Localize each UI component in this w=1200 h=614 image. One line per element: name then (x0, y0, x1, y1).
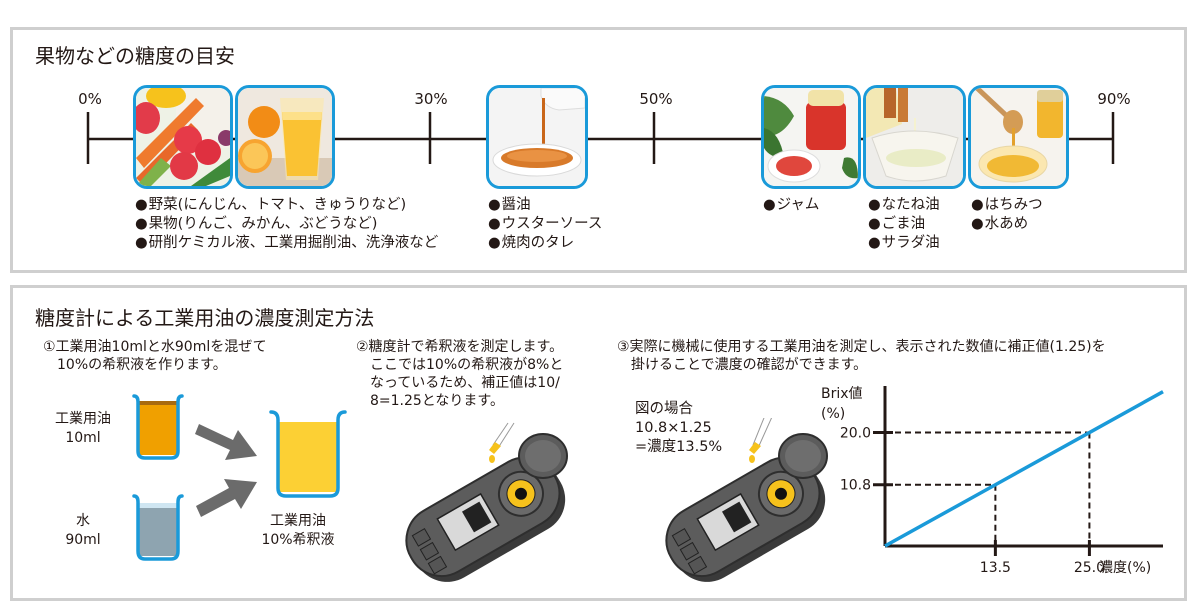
list-low-sugar: 野菜(にんじん、トマト、きゅうりなど) 果物(りんご、みかん、ぶどうなど) 研削… (135, 196, 439, 253)
vegetables-photo (133, 85, 233, 189)
mixing-illustration (132, 394, 347, 561)
example-formula: 10.8×1.25 (635, 420, 712, 436)
step1-line1: ①工業用油10mlと水90mlを混ぜて (43, 339, 267, 355)
list-jam: ジャム (763, 196, 820, 215)
step2-line3: なっているため、補正値は10/ (370, 375, 560, 391)
brix-concentration-chart: Brix値 (%) 濃度(%) 10.8 20.0 13.5 25.0 (821, 386, 1164, 576)
oil-label-name: 工業用油 (55, 411, 111, 427)
list-honey: はちみつ 水あめ (971, 196, 1043, 234)
step3-line1: ③実際に機械に使用する工業用油を測定し、表示された数値に補正値(1.25)を (617, 339, 1106, 355)
measurement-method-panel: 糖度計による工業用油の濃度測定方法 ①工業用油10mlと水90mlを混ぜて 10… (10, 285, 1187, 601)
oil-label: 工業用油 10ml (43, 410, 123, 448)
step2-line2: ここでは10%の希釈液が8%と (370, 357, 564, 373)
oil-label-volume: 10ml (65, 430, 101, 446)
series-line (884, 390, 1164, 548)
example-result: =濃度13.5% (635, 439, 723, 455)
panel-title: 果物などの糖度の目安 (35, 44, 235, 68)
honey-photo (968, 85, 1069, 189)
x-tick-label: 25.0 (1074, 560, 1105, 576)
water-label: 水 90ml (43, 512, 123, 550)
arrow-icon (196, 479, 257, 517)
tick-label-30: 30% (414, 90, 448, 108)
step2-line4: 8=1.25となります。 (370, 393, 504, 409)
list-item: ジャム (763, 196, 820, 215)
water-label-volume: 90ml (65, 532, 101, 548)
x-axis-label: 濃度(%) (1099, 560, 1151, 576)
orange-juice-photo (235, 85, 335, 189)
list-item: 水あめ (971, 215, 1043, 234)
refractometer-icon (405, 422, 568, 582)
step1-line2: 10%の希釈液を作ります。 (57, 357, 227, 373)
list-item: なたね油 (868, 196, 940, 215)
oil-beaker-icon (132, 394, 184, 460)
list-sauces: 醤油 ウスターソース 焼肉のタレ (488, 196, 603, 253)
mixture-label-ratio: 10%希釈液 (261, 532, 335, 548)
mixture-label: 工業用油 10%希釈液 (243, 512, 353, 550)
y-tick-label: 10.8 (840, 478, 871, 494)
y-axis-label: Brix値 (821, 386, 863, 402)
list-item: 醤油 (488, 196, 602, 215)
arrow-icon (195, 424, 257, 460)
tick-label-90: 90% (1097, 90, 1131, 108)
step3-text: ③実際に機械に使用する工業用油を測定し、表示された数値に補正値(1.25)を 掛… (617, 338, 1106, 374)
calculation-example: 図の場合 10.8×1.25 =濃度13.5% (635, 400, 722, 457)
step2-text: ②糖度計で希釈液を測定します。 ここでは10%の希釈液が8%と なっているため、… (356, 338, 563, 410)
panel-title: 糖度計による工業用油の濃度測定方法 (35, 306, 375, 330)
jam-photo (761, 85, 861, 189)
sugar-content-guide-panel: 果物などの糖度の目安 0% 30% 50% 90% (10, 27, 1187, 273)
list-oils: なたね油 ごま油 サラダ油 (868, 196, 940, 253)
tick-label-0: 0% (78, 90, 102, 108)
list-item: はちみつ (971, 196, 1043, 215)
list-item: ごま油 (868, 215, 940, 234)
soy-sauce-photo (486, 85, 588, 189)
list-item: ウスターソース (488, 215, 603, 234)
x-tick-label: 13.5 (980, 560, 1011, 576)
list-item: 野菜(にんじん、トマト、きゅうりなど) (135, 196, 438, 215)
list-item: サラダ油 (868, 234, 940, 253)
refractometer-icon (665, 418, 828, 582)
water-label-name: 水 (76, 513, 90, 529)
example-heading: 図の場合 (635, 401, 693, 417)
mixture-beaker-icon (269, 410, 347, 498)
y-tick-label: 20.0 (840, 426, 871, 442)
y-axis-label-unit: (%) (821, 406, 845, 422)
list-item: 果物(りんご、みかん、ぶどうなど) (135, 215, 438, 234)
water-beaker-icon (132, 494, 184, 561)
step1-text: ①工業用油10mlと水90mlを混ぜて 10%の希釈液を作ります。 (43, 338, 267, 374)
tick-label-50: 50% (639, 90, 673, 108)
cooking-oil-photo (863, 85, 966, 189)
list-item: 焼肉のタレ (488, 234, 602, 253)
step3-line2: 掛けることで濃度の確認ができます。 (631, 357, 868, 373)
mixture-label-name: 工業用油 (270, 513, 326, 529)
step2-line1: ②糖度計で希釈液を測定します。 (356, 339, 564, 355)
list-item: 研削ケミカル液、工業用掘削油、洗浄液など (135, 234, 439, 253)
